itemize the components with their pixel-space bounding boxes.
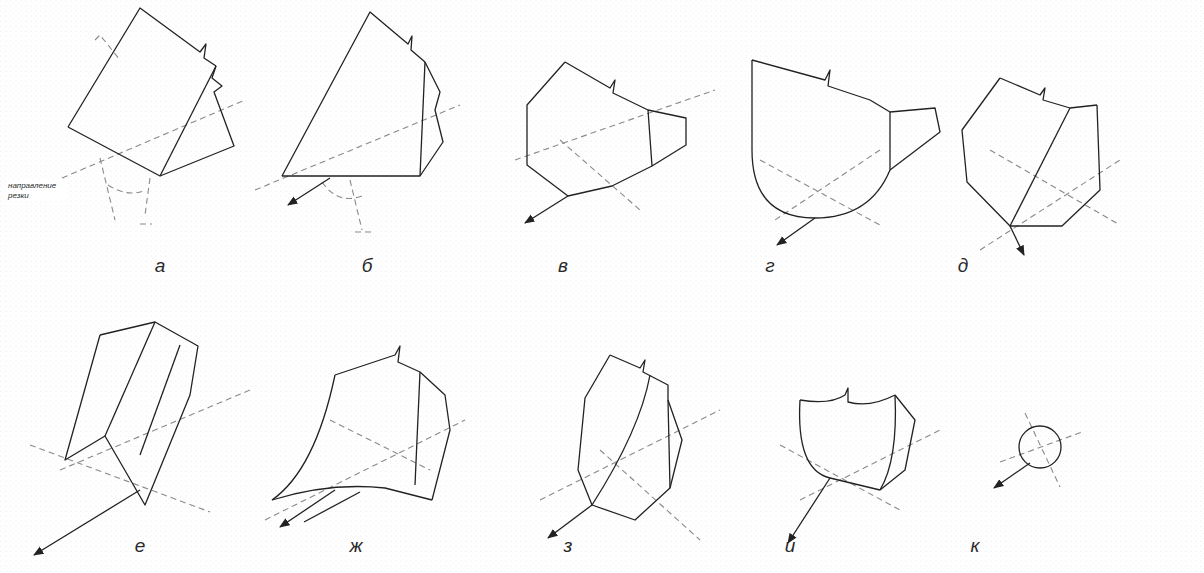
prism-tool	[68, 8, 234, 176]
curved-face-tool	[578, 355, 682, 520]
cut-arrow	[525, 196, 568, 223]
axis-lines	[62, 35, 245, 224]
axis-lines	[30, 390, 250, 512]
concave-tool	[272, 346, 450, 522]
axis-lines	[540, 410, 720, 540]
round-tool	[752, 60, 940, 218]
cutting-direction-note: направление резки	[6, 180, 68, 201]
cut-arrow	[34, 490, 140, 555]
wedge-tool	[282, 12, 443, 176]
axis-lines	[515, 90, 715, 210]
cut-arrow	[280, 490, 335, 527]
panel-letter: в	[558, 256, 568, 275]
panel-letter: и	[785, 536, 796, 555]
panel-letter: к	[971, 536, 980, 555]
cut-arrow	[288, 178, 330, 205]
panel-letter: ж	[349, 536, 362, 555]
panel-letter: г	[765, 256, 774, 275]
faceted-tool	[962, 78, 1100, 226]
panel-letter: е	[135, 536, 146, 555]
panel-letter: д	[958, 256, 969, 275]
stepped-prism-tool	[65, 322, 198, 505]
trough-tool	[800, 388, 915, 490]
axis-lines	[760, 150, 880, 225]
panel-letter: а	[155, 256, 166, 275]
cut-arrow	[994, 463, 1030, 488]
cut-arrow	[777, 218, 815, 245]
round-insert	[1019, 426, 1061, 468]
axis-lines	[780, 430, 940, 510]
panel-letter: з	[564, 536, 573, 555]
axis-lines	[265, 420, 465, 520]
panel-letter: б	[362, 256, 373, 275]
polygon-tool	[527, 62, 686, 196]
cut-arrow	[788, 478, 830, 543]
cut-arrow	[548, 505, 592, 538]
cut-arrow	[1010, 226, 1024, 255]
